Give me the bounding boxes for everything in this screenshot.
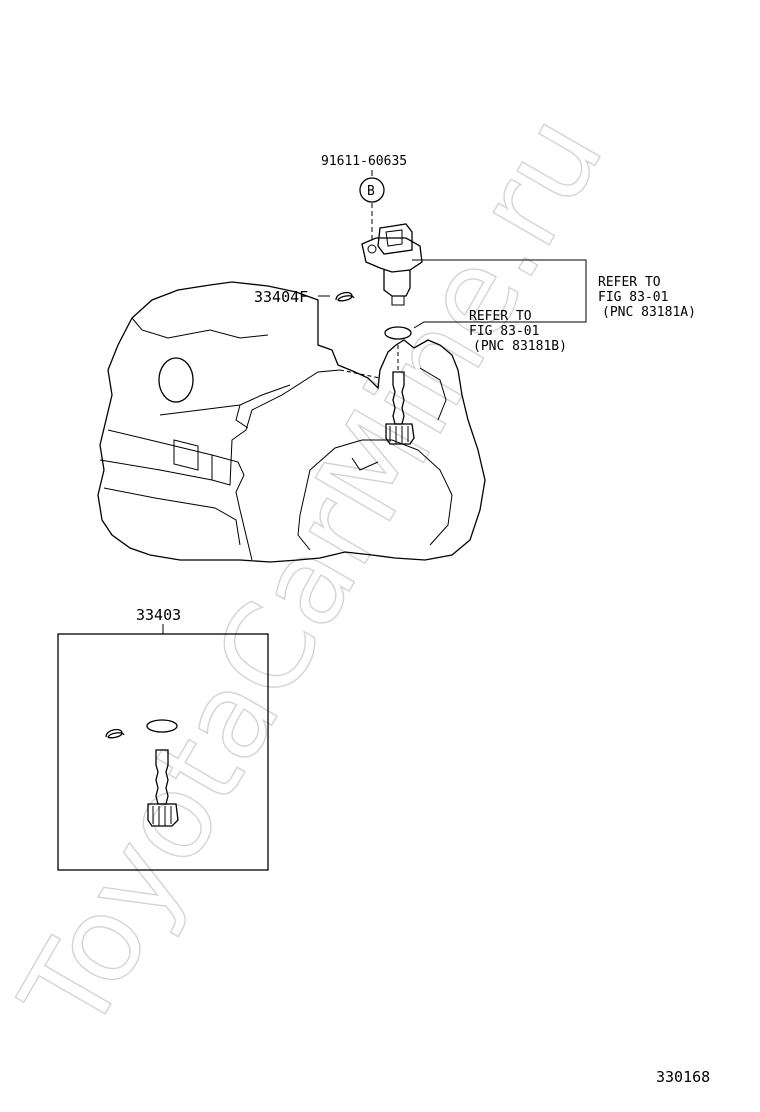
ref-a-line3: (PNC 83181A) (602, 305, 696, 320)
driven-gear-part (385, 371, 415, 445)
kit-box (57, 633, 269, 871)
kit-clip (105, 728, 125, 739)
ref-b-line3: (PNC 83181B) (473, 339, 567, 354)
bolt-mark: B (359, 177, 385, 203)
figure-code: 330168 (656, 1068, 710, 1086)
sensor-part-number: 91611-60635 (321, 154, 407, 169)
ref-b-line1: REFER TO (469, 309, 532, 324)
bolt-mark-letter: B (367, 184, 375, 199)
ref-a-line1: REFER TO (598, 275, 661, 290)
kit-part-number: 33403 (136, 606, 181, 624)
speed-sensor-part (361, 223, 423, 306)
watermark: ToyotaCarMine.ru (0, 92, 630, 1056)
clip-part-number: 33404F (254, 288, 308, 306)
clip-part (335, 291, 355, 302)
ref-a-line2: FIG 83-01 (598, 290, 668, 305)
ref-a-bracket (412, 259, 587, 329)
kit-driven-gear (147, 749, 179, 827)
watermark-text: ToyotaCarMine.ru (0, 92, 630, 1055)
o-ring-part (384, 326, 412, 340)
transmission-case (97, 281, 486, 563)
ref-b-line2: FIG 83-01 (469, 324, 539, 339)
kit-o-ring (146, 719, 178, 733)
